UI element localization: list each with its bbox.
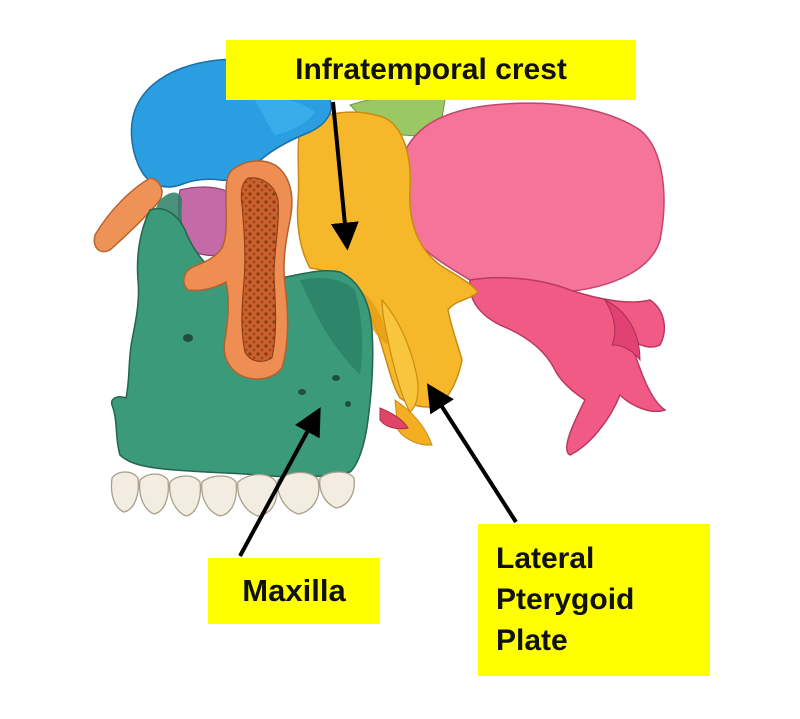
teeth [110, 471, 355, 517]
arrow-maxilla [238, 407, 321, 557]
temporal-bone [397, 102, 667, 456]
label-line-3: Plate [496, 624, 568, 657]
pterygoid-hamulus [379, 407, 409, 430]
label-line-2: Pterygoid [496, 583, 635, 616]
arrow-lateral-pterygoid-plate [426, 383, 518, 524]
label-infratemporal-crest: Infratemporal crest [226, 40, 636, 100]
label-lateral-pterygoid-plate: Lateral Pterygoid Plate [478, 524, 710, 676]
lateral-pterygoid-plate [381, 298, 419, 413]
arrow-infratemporal-crest [330, 101, 359, 251]
label-maxilla: Maxilla [208, 558, 380, 624]
zygomatic-cut-section [240, 177, 279, 362]
zygomatic-bone [183, 160, 293, 380]
label-line-1: Lateral [496, 542, 595, 575]
